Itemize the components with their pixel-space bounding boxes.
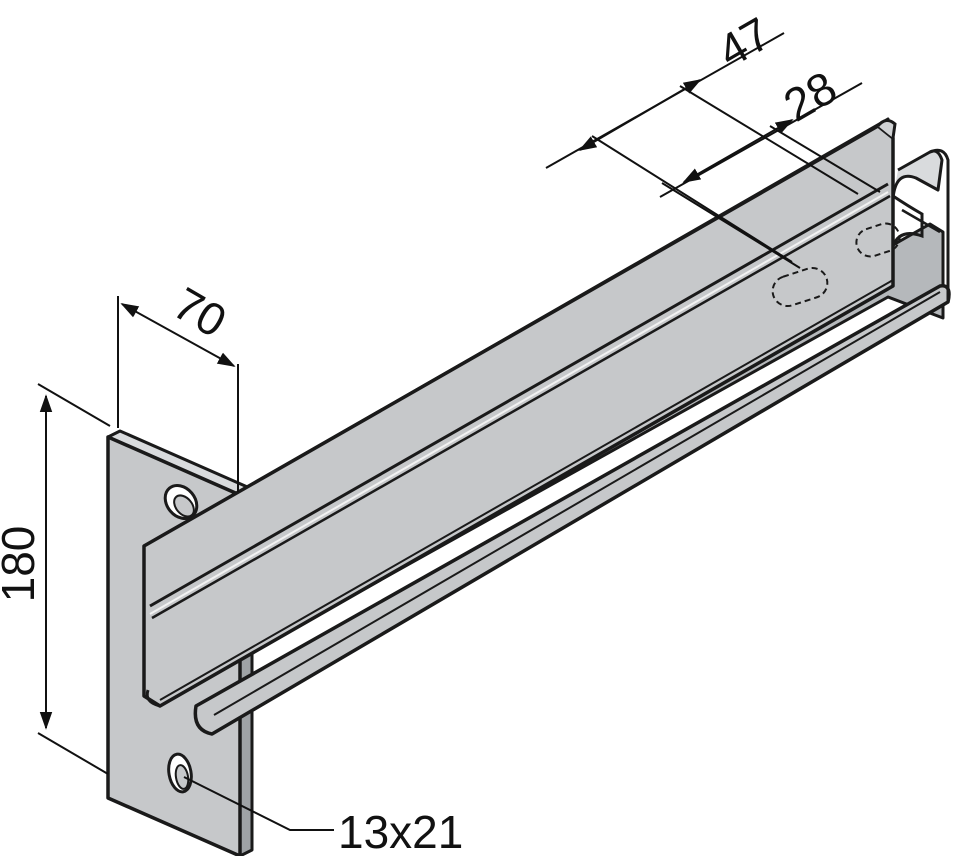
dim-180-label: 180 (0, 526, 44, 603)
dim-70-label: 70 (165, 277, 235, 348)
dimension-lines (37, 32, 881, 831)
dim-47-label: 47 (709, 7, 779, 78)
dim-hole-label: 13x21 (338, 806, 463, 856)
upper-channel (142, 117, 950, 708)
dim-28-label: 28 (775, 61, 845, 132)
hidden-slot-holes (771, 222, 901, 308)
slot-hole-top (163, 484, 199, 520)
slot-hole-bottom (167, 752, 193, 794)
